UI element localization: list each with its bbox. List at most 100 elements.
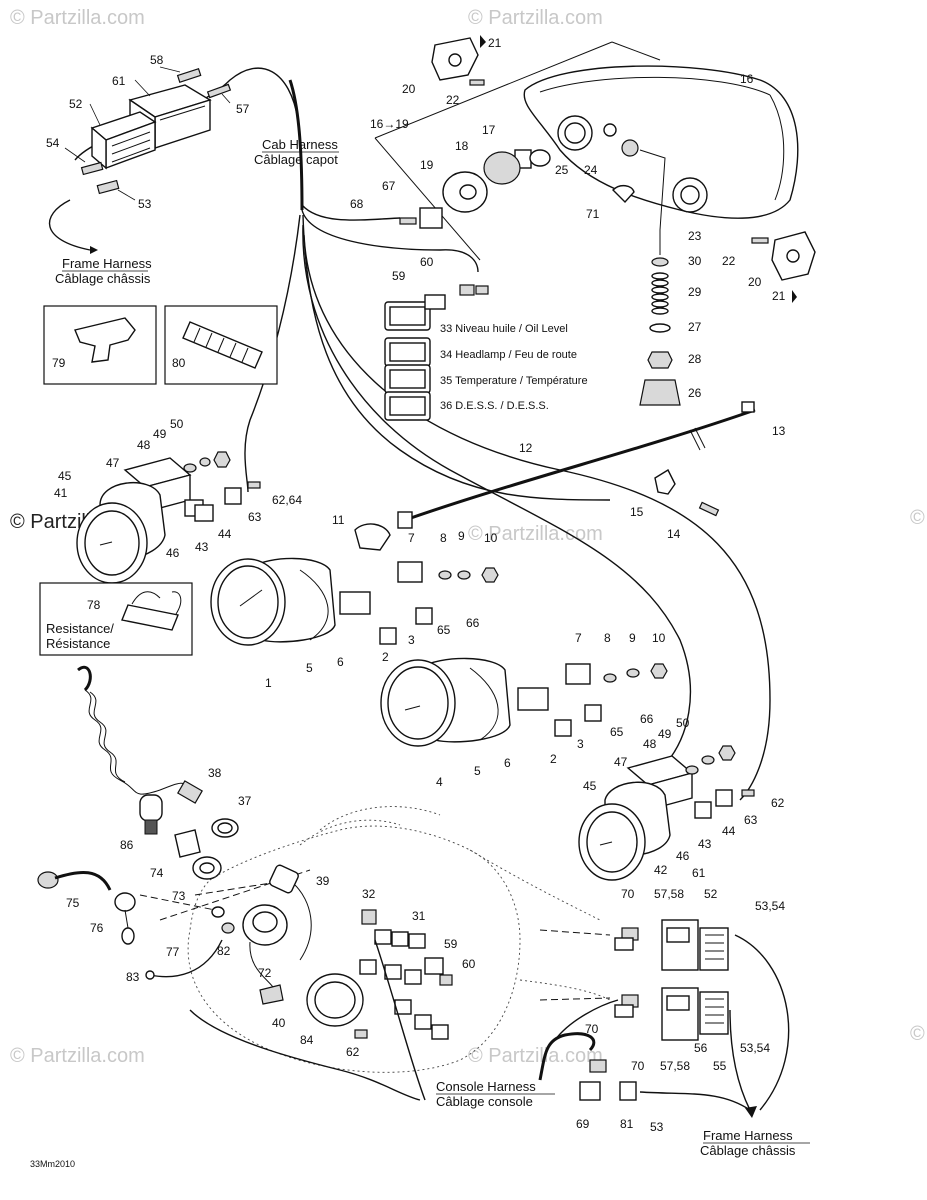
callout-43-right: 43 (698, 837, 712, 851)
watermark-right-edge-2: © (910, 1023, 925, 1045)
callout-38: 38 (208, 766, 222, 780)
callout-37: 37 (238, 794, 252, 808)
callout-65-a: 65 (437, 623, 451, 637)
callout-53-bottom: 53 (650, 1120, 664, 1134)
callout-7-a: 7 (408, 531, 415, 545)
callout-10-a: 10 (484, 531, 498, 545)
callouts: 58 61 52 57 54 53 21 20 22 16 16→19 17 1… (46, 36, 786, 1134)
callout-11: 11 (332, 513, 345, 527)
callout-44-right: 44 (722, 824, 736, 838)
retainer-18 (483, 151, 521, 185)
clip-71 (612, 185, 635, 204)
callout-29: 29 (688, 285, 702, 299)
callout-7-b: 7 (575, 631, 582, 645)
callout-67: 67 (382, 179, 396, 193)
switch-39 (269, 864, 312, 961)
callout-4: 4 (436, 775, 443, 789)
callout-26: 26 (688, 386, 702, 400)
callout-84: 84 (300, 1033, 314, 1047)
callout-16: 16 (740, 72, 754, 86)
callout-62-bottom: 62 (346, 1045, 360, 1059)
resistance-fr: Résistance (46, 636, 110, 651)
callout-3-a: 3 (408, 633, 415, 647)
console-outline (187, 825, 521, 1073)
callout-6-a: 6 (337, 655, 344, 669)
callout-13: 13 (772, 424, 786, 438)
watermark-bottom-left: © Partzilla.com (10, 1045, 145, 1067)
watermark-bottom-center: © Partzilla.com (468, 1045, 603, 1067)
callout-2-b: 2 (550, 752, 557, 766)
callout-46-right: 46 (676, 849, 690, 863)
indicator-label-35: 35 Temperature / Température (440, 375, 588, 387)
callout-50-left: 50 (170, 417, 184, 431)
cab-harness-wires (74, 67, 771, 801)
callout-49-right: 49 (658, 727, 672, 741)
console-harness-fr: Câblage console (436, 1094, 533, 1109)
boot-74 (174, 829, 201, 858)
key-76 (114, 892, 136, 945)
callout-76: 76 (90, 921, 104, 935)
gauge-4 (380, 657, 668, 747)
callout-23: 23 (688, 229, 702, 243)
callout-81: 81 (620, 1117, 634, 1131)
speedo-cable (397, 401, 756, 529)
callout-63-right: 63 (744, 813, 758, 827)
resistor-78 (121, 591, 182, 631)
callout-62-right: 62 (771, 796, 785, 810)
callout-68: 68 (350, 197, 364, 211)
callout-2-a: 2 (382, 650, 389, 664)
console-parts (189, 909, 453, 1101)
terminal-54 (80, 161, 104, 176)
callout-54: 54 (46, 136, 60, 150)
watermark-middle-center: © Partzilla.com (468, 523, 603, 545)
callout-3-b: 3 (577, 737, 584, 751)
callout-41: 41 (54, 486, 68, 500)
callout-48-right: 48 (643, 737, 657, 751)
cab-harness-en: Cab Harness (262, 137, 338, 152)
adjuster-column (639, 230, 681, 406)
callout-49-left: 49 (153, 427, 167, 441)
callout-20-right: 20 (748, 275, 762, 289)
terminal-58 (176, 67, 202, 83)
ignition-switch-72 (242, 904, 288, 991)
callout-58: 58 (150, 53, 164, 67)
callout-15: 15 (630, 505, 644, 519)
callout-1: 1 (265, 676, 272, 690)
callout-57-58-top: 57,58 (654, 887, 684, 901)
callout-60-bottom: 60 (462, 957, 476, 971)
connector-67 (419, 207, 443, 229)
callout-12: 12 (519, 441, 533, 455)
frame-harness-top-en: Frame Harness (62, 256, 152, 271)
callout-55: 55 (713, 1059, 727, 1073)
callout-70-top: 70 (621, 887, 635, 901)
bracket-79 (74, 317, 136, 363)
callout-46-left: 46 (166, 546, 180, 560)
callout-66-b: 66 (640, 712, 654, 726)
callout-27: 27 (688, 320, 702, 334)
terminal-57 (206, 83, 232, 99)
callout-47-right: 47 (614, 755, 628, 769)
callout-52: 52 (69, 97, 83, 111)
callout-17: 17 (482, 123, 496, 137)
callout-16-19: 16→19 (370, 117, 409, 131)
callout-83: 83 (126, 970, 140, 984)
callout-8-a: 8 (440, 531, 447, 545)
callout-45-left: 45 (58, 469, 72, 483)
gauge-1 (210, 523, 499, 646)
callout-18: 18 (455, 139, 469, 153)
callout-20-top: 20 (402, 82, 416, 96)
callout-79: 79 (52, 356, 66, 370)
callout-22-top: 22 (446, 93, 460, 107)
callout-25: 25 (555, 163, 569, 177)
callout-9-b: 9 (629, 631, 636, 645)
callout-72: 72 (258, 966, 272, 980)
phantom-line (159, 869, 311, 921)
drawing-code: 33Mm2010 (30, 1159, 75, 1169)
console-harness-en: Console Harness (436, 1079, 536, 1094)
gauge-45-right (578, 745, 755, 881)
frame-harness-bottom-fr: Câblage châssis (700, 1143, 796, 1158)
callout-82: 82 (217, 944, 231, 958)
sleeve-80 (182, 321, 263, 369)
callout-86: 86 (120, 838, 134, 852)
callout-43-left: 43 (195, 540, 209, 554)
